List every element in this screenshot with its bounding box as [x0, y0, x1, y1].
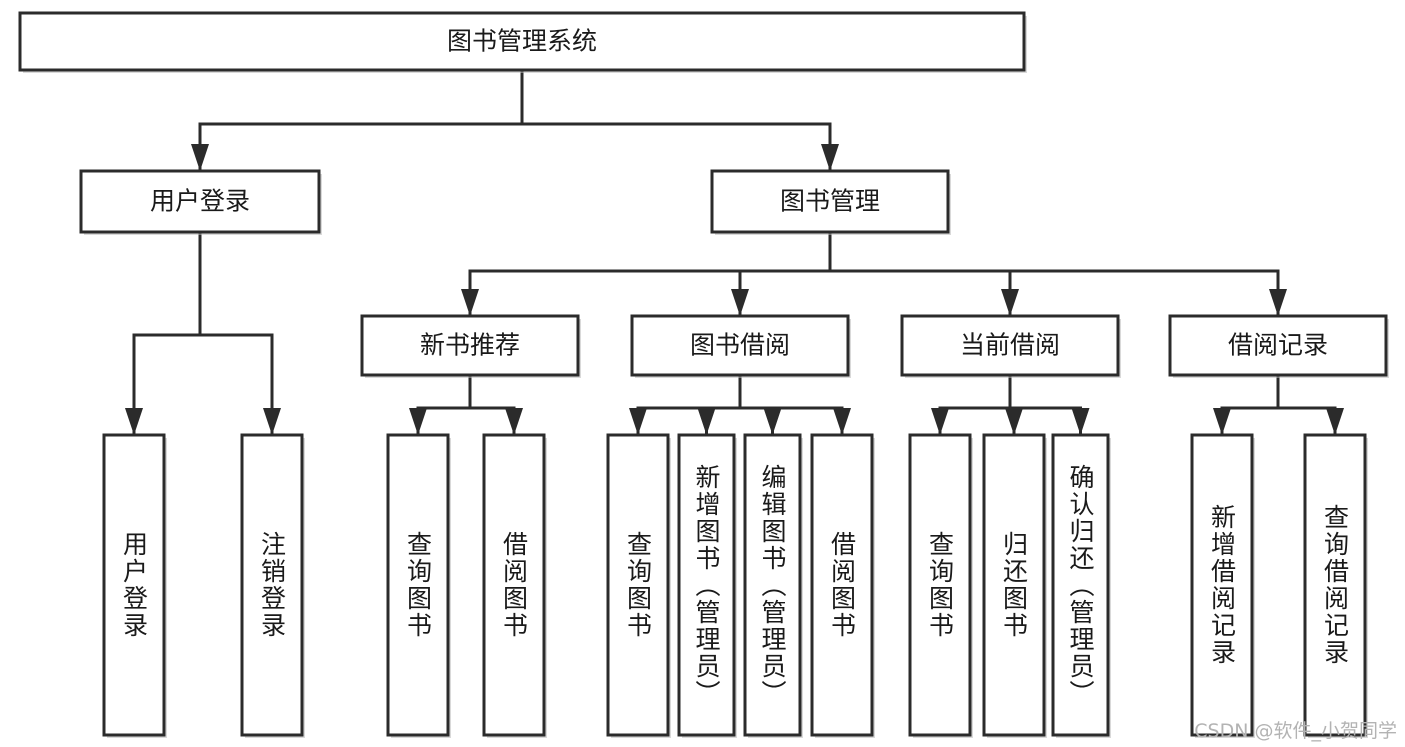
connector-arrowhead [1326, 408, 1344, 435]
connector-arrowhead [191, 144, 209, 171]
csdn-watermark: CSDN @软件_小贺同学 [1194, 720, 1397, 742]
node-box-root[interactable] [18, 11, 1026, 72]
node-box-layer [18, 11, 1389, 738]
connector-arrowhead [697, 408, 716, 435]
connector-arrowhead [505, 408, 523, 435]
node-box-leaf-edit-book[interactable] [743, 433, 802, 737]
node-label-new-book-rec: 新书推荐 [420, 331, 520, 360]
node-box-leaf-borrow-book-1[interactable] [482, 433, 546, 737]
node-label-borrow-record: 借阅记录 [1228, 331, 1328, 360]
node-box-leaf-return-book[interactable] [982, 433, 1046, 737]
node-box-book-mgmt[interactable] [710, 169, 950, 234]
connector-arrowhead [763, 408, 782, 435]
node-label-current-borrow: 当前借阅 [960, 331, 1060, 360]
node-box-leaf-query-book-3[interactable] [908, 433, 972, 737]
connector-arrowhead [409, 408, 427, 435]
connector-arrowhead [461, 289, 479, 316]
node-box-borrow-record[interactable] [1168, 314, 1388, 377]
node-box-leaf-user-login[interactable] [102, 433, 166, 737]
node-box-leaf-borrow-book-2[interactable] [810, 433, 874, 737]
connector-arrowhead [263, 408, 281, 435]
node-box-user-login[interactable] [79, 169, 321, 234]
node-box-book-borrow[interactable] [630, 314, 850, 377]
node-label-user-login: 用户登录 [150, 187, 250, 216]
connector-arrowhead [1213, 408, 1231, 435]
node-box-leaf-user-logout[interactable] [240, 433, 304, 737]
connector-arrowhead [1071, 408, 1090, 435]
node-box-leaf-query-book-1[interactable] [386, 433, 450, 737]
node-label-book-borrow: 图书借阅 [690, 331, 790, 360]
node-box-new-book-rec[interactable] [360, 314, 580, 377]
connector-arrowhead [1269, 289, 1287, 316]
node-box-current-borrow[interactable] [900, 314, 1120, 377]
node-label-root: 图书管理系统 [447, 27, 597, 56]
node-box-leaf-query-record[interactable] [1303, 433, 1367, 737]
connector-arrowhead [931, 408, 949, 435]
connector-arrowhead [125, 408, 143, 435]
connector-layer [125, 68, 1344, 437]
node-box-leaf-confirm-return[interactable] [1051, 433, 1110, 737]
node-box-leaf-add-book[interactable] [677, 433, 736, 737]
node-box-leaf-add-record[interactable] [1190, 433, 1254, 737]
node-box-leaf-query-book-2[interactable] [606, 433, 670, 737]
connector-arrowhead [1005, 408, 1023, 435]
connector-arrowhead [821, 144, 839, 171]
connector-arrowhead [833, 408, 851, 435]
connector-arrowhead [731, 289, 749, 316]
connector-arrowhead [1001, 289, 1019, 316]
node-label-book-mgmt: 图书管理 [780, 187, 880, 216]
connector-arrowhead [629, 408, 647, 435]
